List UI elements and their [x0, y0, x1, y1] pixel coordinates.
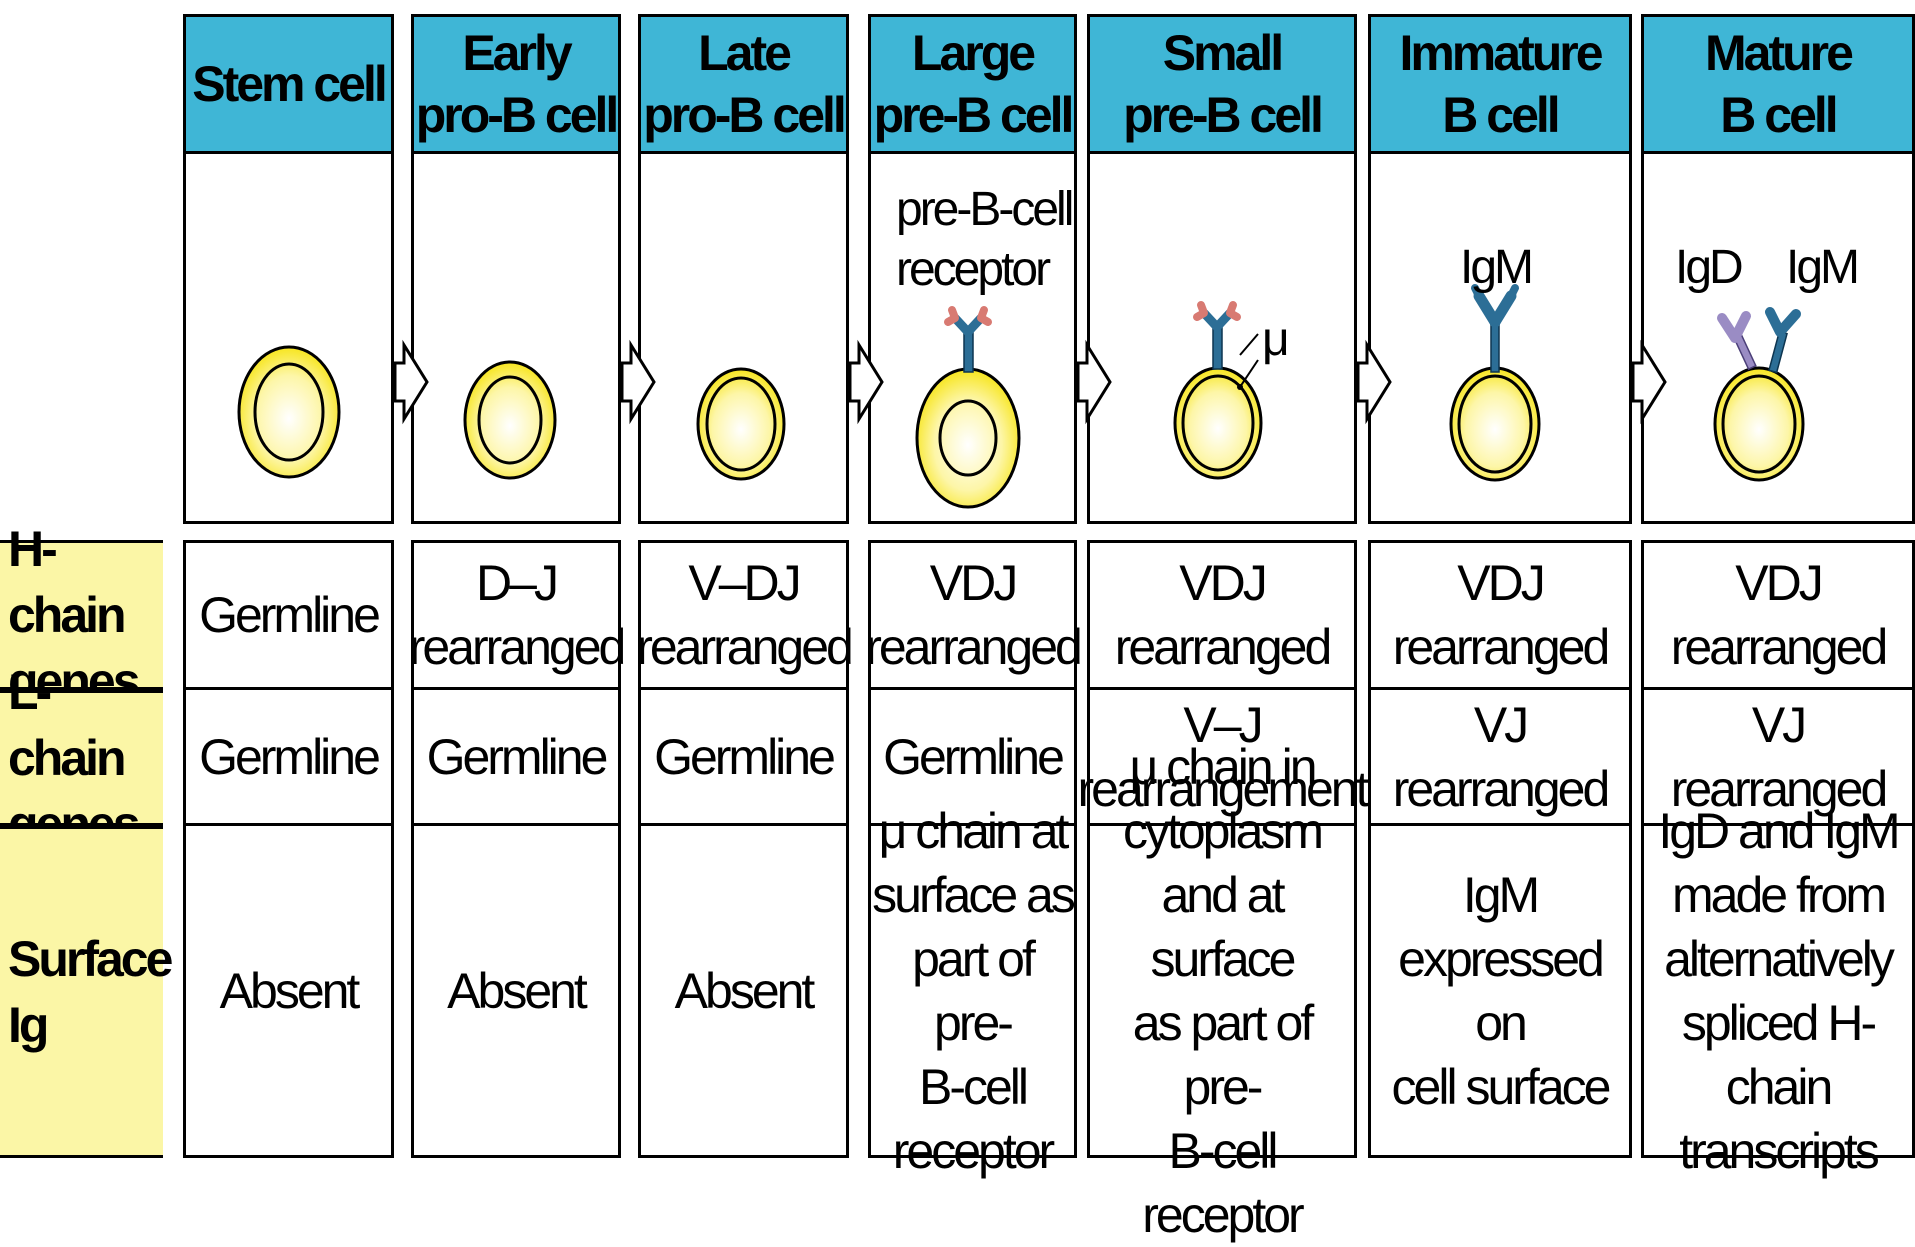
mu-label: μ [1262, 310, 1287, 370]
surface-ig-late-pro-b-cell: Absent [638, 823, 849, 1158]
panel-early-pro-b-cell [411, 154, 621, 524]
surface-ig-early-pro-b-cell: Absent [411, 823, 621, 1158]
header-immature-b-cell: Immature B cell [1368, 14, 1632, 154]
l-chain-immature-b-cell: VJ rearranged [1368, 687, 1632, 826]
igm-label-immature: IgM [1460, 238, 1531, 298]
header-early-pro-b-cell: Early pro-B cell [411, 14, 621, 154]
surface-ig-small-pre-b-cell: μ chain in cytoplasm and at surface as p… [1087, 823, 1357, 1158]
h-chain-mature-b-cell: VDJ rearranged [1641, 540, 1915, 690]
h-chain-immature-b-cell: VDJ rearranged [1368, 540, 1632, 690]
surface-ig-large-pre-b-cell: μ chain at surface as part of pre- B-cel… [868, 823, 1077, 1158]
panel-immature-b-cell [1368, 154, 1632, 524]
l-chain-late-pro-b-cell: Germline [638, 687, 849, 826]
header-small-pre-b-cell: Small pre-B cell [1087, 14, 1357, 154]
panel-mature-b-cell [1641, 154, 1915, 524]
header-mature-b-cell: Mature B cell [1641, 14, 1915, 154]
row-label-l-chain-genes: L-chain genes [0, 690, 163, 826]
panel-late-pro-b-cell [638, 154, 849, 524]
header-late-pro-b-cell: Late pro-B cell [638, 14, 849, 154]
panel-small-pre-b-cell [1087, 154, 1357, 524]
igd-label-mature: IgD [1675, 238, 1741, 298]
h-chain-large-pre-b-cell: VDJ rearranged [868, 540, 1077, 690]
header-large-pre-b-cell: Large pre-B cell [868, 14, 1077, 154]
h-chain-small-pre-b-cell: VDJ rearranged [1087, 540, 1357, 690]
h-chain-early-pro-b-cell: D–J rearranged [411, 540, 621, 690]
igm-label-mature: IgM [1786, 238, 1857, 298]
row-label-surface-ig: Surface Ig [0, 826, 163, 1158]
header-stem-cell: Stem cell [183, 14, 394, 154]
h-chain-late-pro-b-cell: V–DJ rearranged [638, 540, 849, 690]
pre-b-cell-receptor-label: pre-B-cell receptor [896, 180, 1071, 300]
surface-ig-stem-cell: Absent [183, 823, 394, 1158]
h-chain-stem-cell: Germline [183, 540, 394, 690]
surface-ig-mature-b-cell: IgD and IgM made from alternatively spli… [1641, 823, 1915, 1158]
panel-stem-cell [183, 154, 394, 524]
l-chain-early-pro-b-cell: Germline [411, 687, 621, 826]
surface-ig-immature-b-cell: IgM expressed on cell surface [1368, 823, 1632, 1158]
l-chain-stem-cell: Germline [183, 687, 394, 826]
